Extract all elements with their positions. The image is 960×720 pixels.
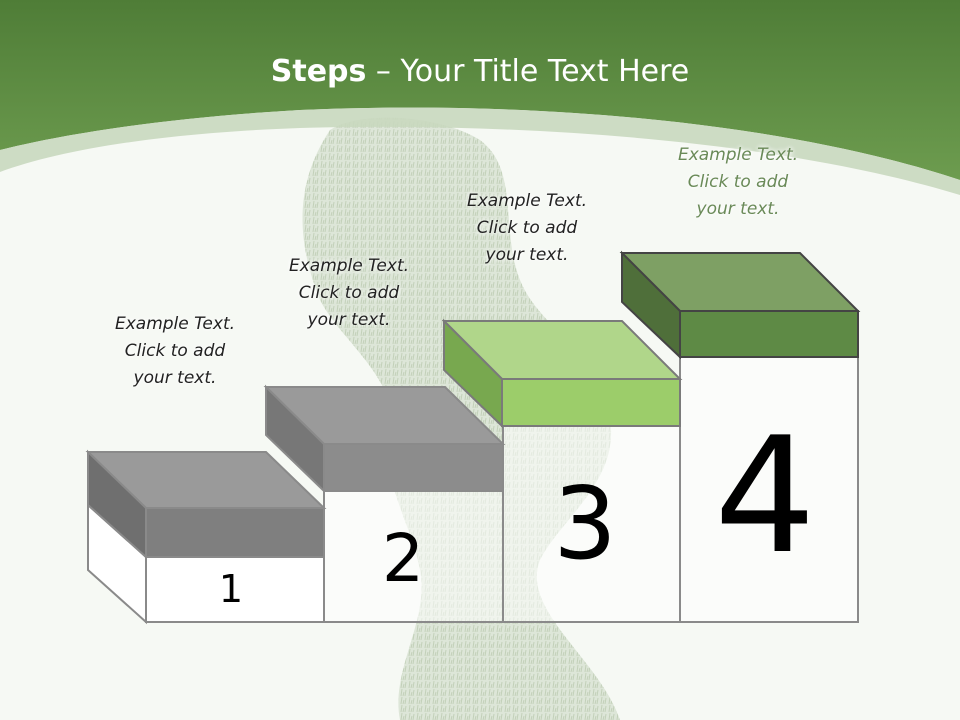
- caption-line: Example Text.: [466, 191, 588, 211]
- step-4-caption: Example Text. Click to add your text.: [648, 142, 828, 223]
- title-bold: Steps: [270, 54, 367, 89]
- caption-line: Click to add: [124, 341, 226, 361]
- caption-line: your text.: [133, 368, 217, 388]
- step-2-number: 2: [382, 520, 424, 597]
- caption-line: Example Text.: [114, 314, 236, 334]
- caption-line: your text.: [696, 199, 780, 219]
- step-1-caption: Example Text. Click to add your text.: [85, 311, 265, 392]
- step-2-block: [263, 384, 506, 494]
- header-band: [0, 0, 960, 180]
- step-1-block: [85, 449, 327, 560]
- step-2-caption: Example Text. Click to add your text.: [259, 253, 439, 334]
- caption-line: your text.: [307, 310, 391, 330]
- step-4-block: [619, 250, 861, 360]
- caption-line: Example Text.: [288, 256, 410, 276]
- step-3-block: [441, 318, 683, 429]
- caption-line: Click to add: [298, 283, 400, 303]
- caption-line: Example Text.: [677, 145, 799, 165]
- caption-line: your text.: [485, 245, 569, 265]
- step-3-number: 3: [553, 465, 617, 582]
- title-rest: – Your Title Text Here: [366, 54, 690, 89]
- step-1-number: 1: [218, 567, 244, 611]
- header-swoosh: [0, 107, 960, 195]
- step-3-caption: Example Text. Click to add your text.: [437, 188, 617, 269]
- caption-line: Click to add: [476, 218, 578, 238]
- slide-title: Steps – Your Title Text Here: [0, 54, 960, 89]
- step-4-number: 4: [714, 402, 816, 589]
- caption-line: Click to add: [687, 172, 789, 192]
